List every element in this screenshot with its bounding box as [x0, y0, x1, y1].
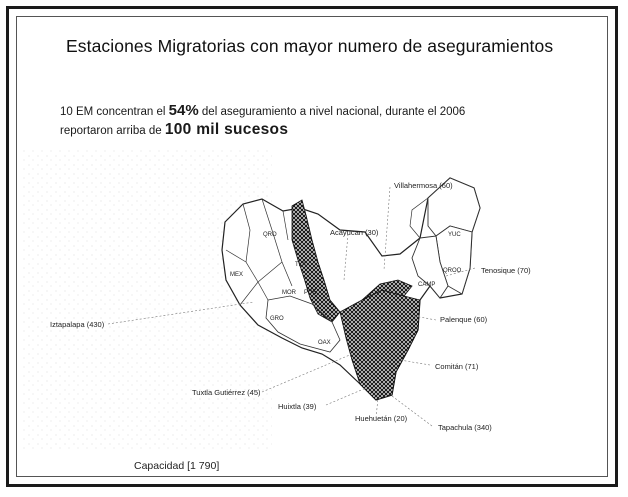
map-tabasco-region: [361, 279, 413, 301]
label-tapachula: Tapachula (340): [438, 423, 492, 432]
label-huixtla: Huixtla (39): [278, 402, 317, 411]
summary-line-1: 10 EM concentran el 54% del aseguramient…: [60, 102, 465, 121]
map-background-texture: [22, 150, 272, 450]
state-qro: QRO: [263, 232, 277, 238]
state-mex: MEX: [230, 272, 244, 278]
map-campeche-region: [411, 235, 449, 299]
label-tenosique: Tenosique (70): [481, 266, 531, 275]
state-yuc: YUC: [448, 232, 461, 238]
state-gro: GRO: [270, 316, 284, 322]
state-mor: MOR: [282, 290, 296, 296]
map-chiapas-region: [339, 289, 421, 401]
map-leader-lines: [107, 186, 476, 427]
leader-huehuetan: [375, 397, 379, 419]
leader-huixtla: [325, 387, 367, 406]
label-palenque: Palenque (60): [440, 315, 488, 324]
state-oax: OAX: [318, 340, 331, 346]
label-tuxtla: Tuxtla Gutiérrez (45): [192, 388, 261, 397]
summary-line-2: reportaron arriba de 100 mil sucesos: [60, 121, 465, 140]
map-yucatan-borders: [409, 197, 429, 239]
leader-tuxtla: [261, 353, 353, 393]
summary-part1: 10 EM concentran el: [60, 106, 169, 118]
summary-text: 10 EM concentran el 54% del aseguramient…: [60, 102, 465, 140]
state-qroo: QROO: [443, 268, 462, 274]
leader-villahermosa: [383, 186, 391, 271]
summary-percentage: 54%: [168, 102, 199, 119]
capacity-caption: Capacidad [1 790]: [134, 460, 220, 472]
leader-iztapalapa: [107, 301, 255, 325]
map-oaxaca-border: [265, 295, 341, 353]
summary-part2: del aseguramiento a nivel nacional, dura…: [198, 106, 466, 118]
slide-title: Estaciones Migratorias con mayor numero …: [66, 36, 554, 56]
label-iztapalapa: Iztapalapa (430): [50, 320, 105, 329]
leader-tapachula: [391, 395, 433, 427]
summary-part3: reportaron arriba de: [60, 125, 165, 137]
label-acayucan: Acayucan (30): [330, 228, 379, 237]
label-villahermosa: Villahermosa (60): [394, 181, 453, 190]
map-central-borders: [225, 198, 293, 306]
label-comitan: Comitán (71): [435, 362, 479, 371]
label-huehuetan: Huehuetán (20): [355, 414, 408, 423]
slide-inner-border: [16, 16, 608, 477]
slide-frame: [6, 6, 618, 487]
map-landmass: [221, 177, 481, 401]
state-camp: CAMP: [418, 282, 436, 288]
leader-tenosique: [445, 267, 476, 277]
state-tla: TLA: [295, 262, 307, 268]
leader-comitan: [399, 359, 431, 366]
state-pue: PUE: [304, 290, 317, 296]
summary-highlight: 100 mil sucesos: [164, 121, 289, 138]
